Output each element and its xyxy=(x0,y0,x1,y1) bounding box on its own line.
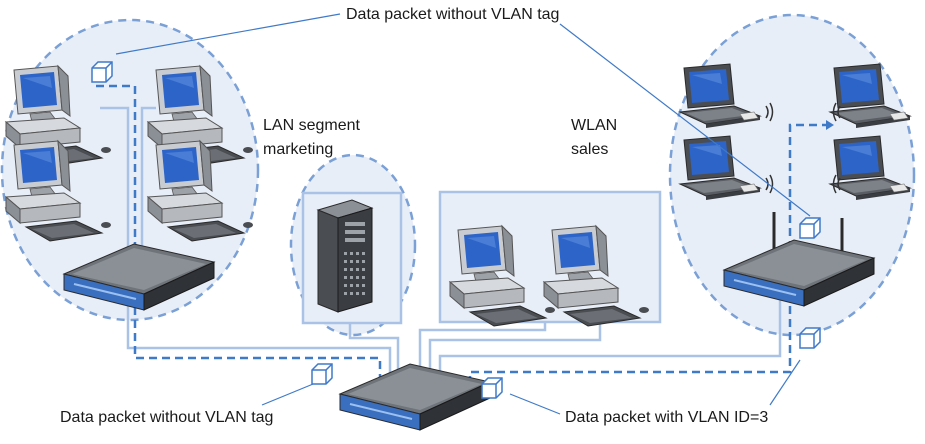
data-packet-icon xyxy=(91,61,113,83)
data-packet-icon xyxy=(311,363,333,385)
lan-segment-label: LAN segment marketing xyxy=(263,116,360,160)
wlan-label-line2: sales xyxy=(571,141,609,158)
data-packet-icon xyxy=(799,327,821,349)
access-point-icon xyxy=(723,212,875,307)
cables xyxy=(100,106,782,382)
lan-segment-label-line1: LAN segment xyxy=(263,117,360,134)
packet-label-tagged: Data packet with VLAN ID=3 xyxy=(565,409,769,426)
wlan-label: WLAN sales xyxy=(571,116,617,160)
packet-label-untagged-bottom: Data packet without VLAN tag xyxy=(60,409,274,426)
callout-lines xyxy=(115,13,811,415)
data-packet-icon xyxy=(799,217,821,239)
data-packet-icon xyxy=(481,377,503,399)
lan-segment-label-line2: marketing xyxy=(263,141,334,158)
switch-icon xyxy=(339,363,491,431)
server-tower-icon xyxy=(316,199,374,313)
wlan-label-line1: WLAN xyxy=(571,117,618,134)
packet-paths xyxy=(96,84,826,408)
packet-label-untagged-top: Data packet without VLAN tag xyxy=(346,6,560,23)
arrowhead xyxy=(826,120,834,130)
